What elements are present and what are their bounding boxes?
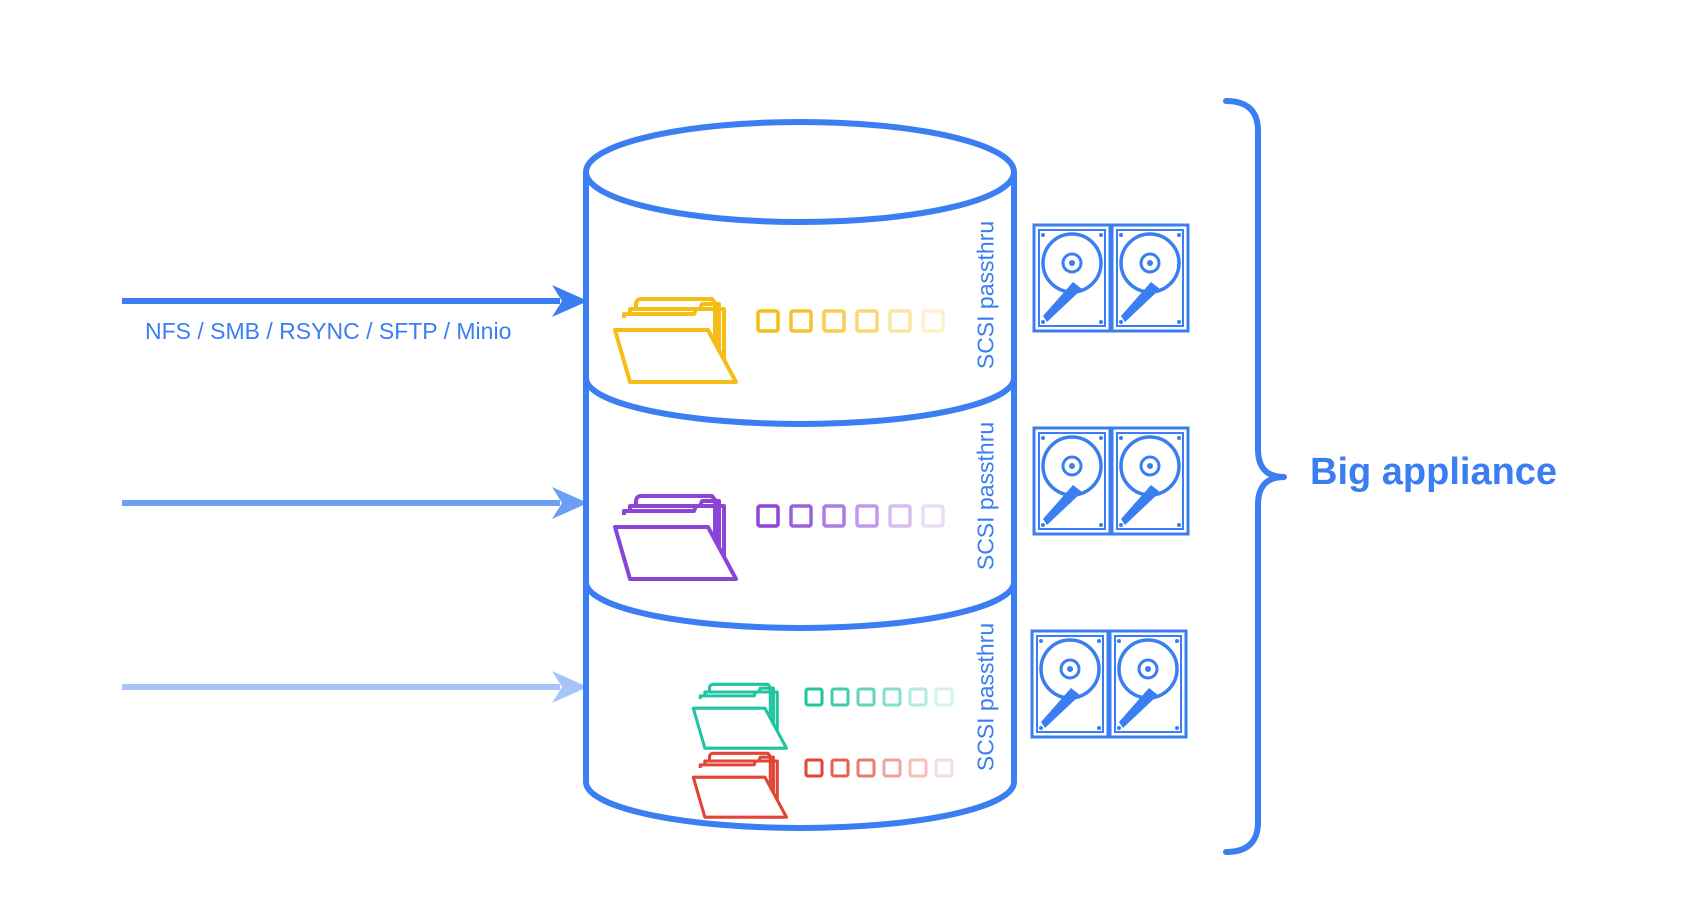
block-row-red — [804, 758, 954, 778]
storage-cylinder — [583, 119, 1017, 831]
input-arrow-3 — [122, 671, 588, 703]
curly-brace-icon — [1223, 98, 1287, 855]
hard-drive-icon-2a — [1032, 426, 1112, 536]
appliance-label: Big appliance — [1310, 451, 1558, 493]
scsi-passthru-label-2: SCSI passthru — [972, 421, 999, 571]
hard-drive-icon-1a — [1032, 223, 1112, 333]
scsi-passthru-label-3: SCSI passthru — [972, 622, 999, 772]
hard-drive-icon-3a — [1030, 629, 1110, 739]
protocol-label: NFS / SMB / RSYNC / SFTP / Minio — [145, 318, 512, 344]
input-arrow-2 — [122, 487, 588, 519]
hard-drive-icon-3b — [1108, 629, 1188, 739]
hard-drive-icon-2b — [1110, 426, 1190, 536]
block-row-teal — [804, 687, 954, 707]
block-row-yellow — [756, 309, 945, 333]
input-arrow-1 — [122, 285, 588, 317]
hard-drive-icon-1b — [1110, 223, 1190, 333]
scsi-passthru-label-1: SCSI passthru — [972, 220, 999, 370]
block-row-purple — [756, 504, 945, 528]
